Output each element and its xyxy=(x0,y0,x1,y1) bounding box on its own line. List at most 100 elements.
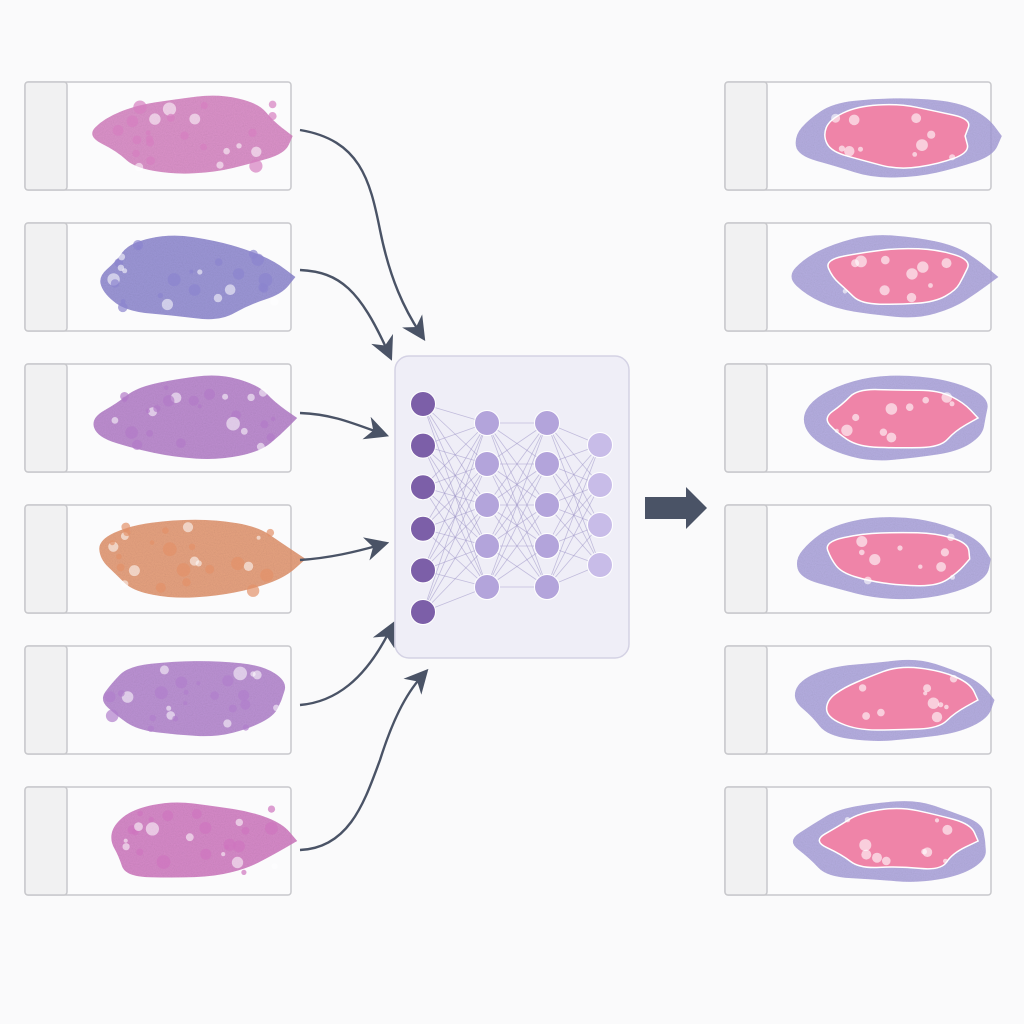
tissue-gland xyxy=(243,561,254,571)
output-slide xyxy=(724,645,995,755)
tissue-gland xyxy=(162,542,177,557)
mask-hole xyxy=(941,258,952,269)
tissue-gland xyxy=(260,420,269,429)
slide-label-area xyxy=(24,363,68,473)
flow-arrow xyxy=(299,537,390,562)
tissue-gland xyxy=(185,833,194,842)
mask-hole xyxy=(838,145,846,152)
network-edge xyxy=(486,422,548,547)
network-node xyxy=(410,474,436,501)
mask-hole xyxy=(859,549,865,556)
output-slide xyxy=(724,81,1002,191)
output-slides xyxy=(724,81,1002,896)
network-edge xyxy=(546,524,601,588)
tissue-gland xyxy=(224,844,229,850)
mask-hole xyxy=(917,261,929,273)
tissue-gland xyxy=(117,690,125,697)
mask-hole xyxy=(950,574,955,580)
tissue-gland xyxy=(183,689,189,695)
network-edge xyxy=(486,422,548,506)
tissue-gland xyxy=(246,584,260,597)
tissue-gland xyxy=(145,408,151,414)
tissue-gland xyxy=(109,540,115,546)
mask-hole xyxy=(897,545,903,551)
tissue-gland xyxy=(242,724,249,731)
tissue-gland xyxy=(176,563,191,577)
network-edge xyxy=(422,422,488,530)
tissue-gland xyxy=(188,284,201,296)
network-edge xyxy=(422,504,488,613)
tissue-gland xyxy=(204,388,215,400)
tissue-gland xyxy=(137,810,143,817)
tissue-gland xyxy=(112,124,124,136)
mask-hole xyxy=(949,674,958,683)
tissue-gland xyxy=(132,149,140,158)
network-edge xyxy=(546,422,601,486)
tissue-gland xyxy=(153,405,161,413)
tissue-gland xyxy=(122,268,128,274)
network-node xyxy=(587,552,613,578)
tissue-gland xyxy=(145,130,151,136)
network-edge xyxy=(546,444,601,547)
flow-arrow xyxy=(299,268,394,361)
tissue-gland xyxy=(145,822,159,836)
mask-hole xyxy=(923,684,932,693)
tissue-gland xyxy=(189,269,194,274)
tissue-gland xyxy=(240,699,251,710)
tissue-gland xyxy=(134,822,143,831)
tissue-gland xyxy=(216,161,224,169)
input-arrows xyxy=(299,128,429,852)
slide-label-area xyxy=(724,222,768,332)
tissue-gland xyxy=(116,563,125,572)
tissue-gland xyxy=(166,705,172,711)
tissue-gland xyxy=(251,146,262,157)
tissue-gland xyxy=(162,527,169,534)
tissue-gland xyxy=(260,568,274,582)
mask-hole xyxy=(906,268,918,280)
tissue-gland xyxy=(121,691,134,703)
tissue-gland xyxy=(122,843,130,851)
tissue-gland xyxy=(147,725,155,732)
mask-hole xyxy=(858,684,867,692)
network-nodes xyxy=(410,391,613,625)
tissue-gland xyxy=(162,810,174,822)
tissue-gland xyxy=(226,416,240,431)
tissue-gland xyxy=(240,427,248,435)
mask-hole xyxy=(941,392,953,403)
tissue-gland xyxy=(163,395,175,407)
mask-hole xyxy=(844,817,851,823)
tissue-gland xyxy=(238,689,250,701)
input-slides xyxy=(24,81,306,896)
mask-hole xyxy=(841,424,853,436)
mask-hole xyxy=(879,285,890,296)
tissue-gland xyxy=(271,863,278,870)
tissue-gland xyxy=(200,101,208,110)
tissue-gland xyxy=(235,818,243,827)
tissue-gland xyxy=(197,269,203,275)
tissue-gland xyxy=(128,565,140,577)
mask-hole xyxy=(886,432,897,443)
network-node xyxy=(534,410,560,436)
tissue-section xyxy=(93,375,298,459)
mask-hole xyxy=(927,697,940,709)
mask-hole xyxy=(927,130,936,139)
slide-label-area xyxy=(724,81,768,191)
tissue-gland xyxy=(222,675,234,687)
tissue-gland xyxy=(116,553,122,560)
tissue-gland xyxy=(133,100,147,114)
tissue-gland xyxy=(146,138,155,147)
tissue-section xyxy=(100,235,296,320)
tissue-gland xyxy=(157,292,163,299)
slide-label-area xyxy=(724,786,768,896)
mask-hole xyxy=(863,576,872,585)
mask-hole xyxy=(938,702,944,708)
tissue-gland xyxy=(223,147,230,155)
tissue-gland xyxy=(188,395,199,406)
tissue-gland xyxy=(205,564,215,574)
mask-hole xyxy=(869,554,881,566)
tissue-gland xyxy=(250,671,256,677)
mask-hole xyxy=(881,255,890,265)
mask-hole xyxy=(923,691,928,696)
network-edge xyxy=(422,422,488,571)
